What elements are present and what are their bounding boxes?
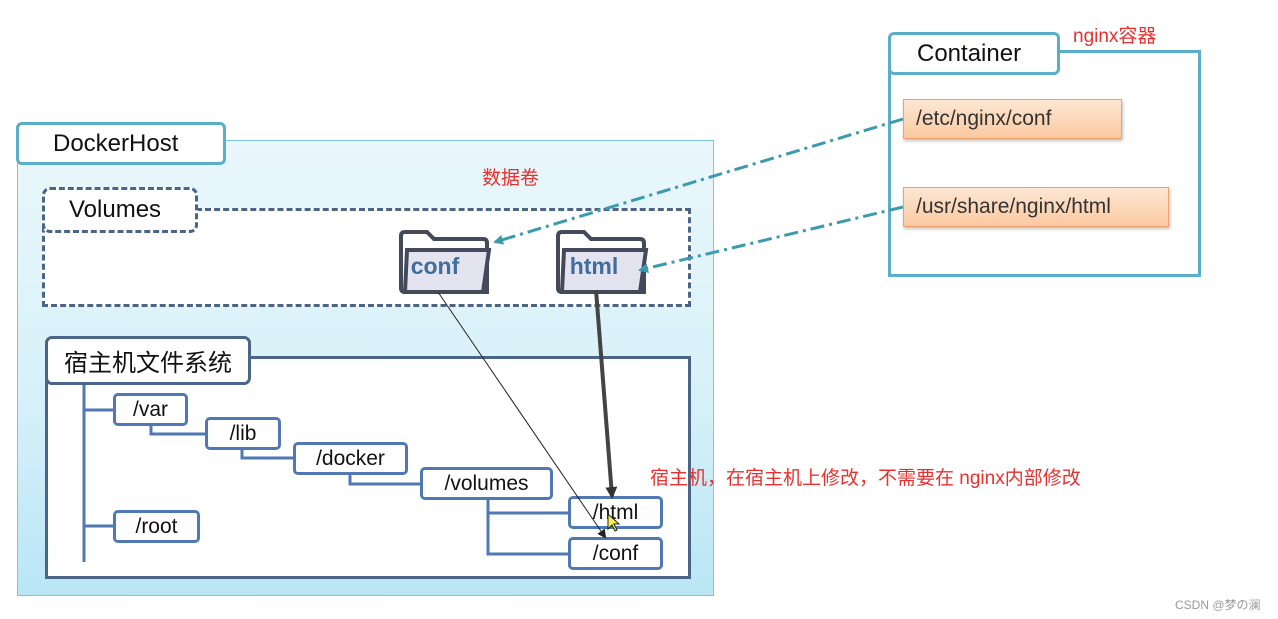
mouse-cursor-icon	[607, 513, 621, 532]
tree-node-var: /var	[113, 393, 188, 426]
docker-host-title: DockerHost	[16, 122, 226, 165]
tree-node-lib: /lib	[205, 417, 281, 450]
conf-folder-icon	[399, 230, 492, 294]
volumes-title: Volumes	[42, 187, 198, 233]
host-filesystem-title: 宿主机文件系统	[45, 336, 251, 385]
container-path-conf: /etc/nginx/conf	[903, 99, 1122, 139]
html-folder-icon	[556, 230, 649, 294]
container-path-html: /usr/share/nginx/html	[903, 187, 1169, 227]
tree-node-root: /root	[113, 510, 200, 543]
tree-node-volumes: /volumes	[420, 467, 553, 500]
conf-folder-label: conf	[410, 253, 460, 279]
tree-node-conf: /conf	[568, 537, 663, 570]
html-folder-label: html	[569, 253, 619, 279]
watermark: CSDN @梦の澜	[1175, 598, 1261, 612]
tree-node-docker: /docker	[293, 442, 408, 475]
host-edit-note: 宿主机，在宿主机上修改，不需要在 nginx内部修改	[650, 468, 1081, 489]
container-title: Container	[888, 32, 1060, 75]
container-area	[888, 50, 1201, 277]
nginx-container-annotation: nginx容器	[1073, 26, 1157, 47]
